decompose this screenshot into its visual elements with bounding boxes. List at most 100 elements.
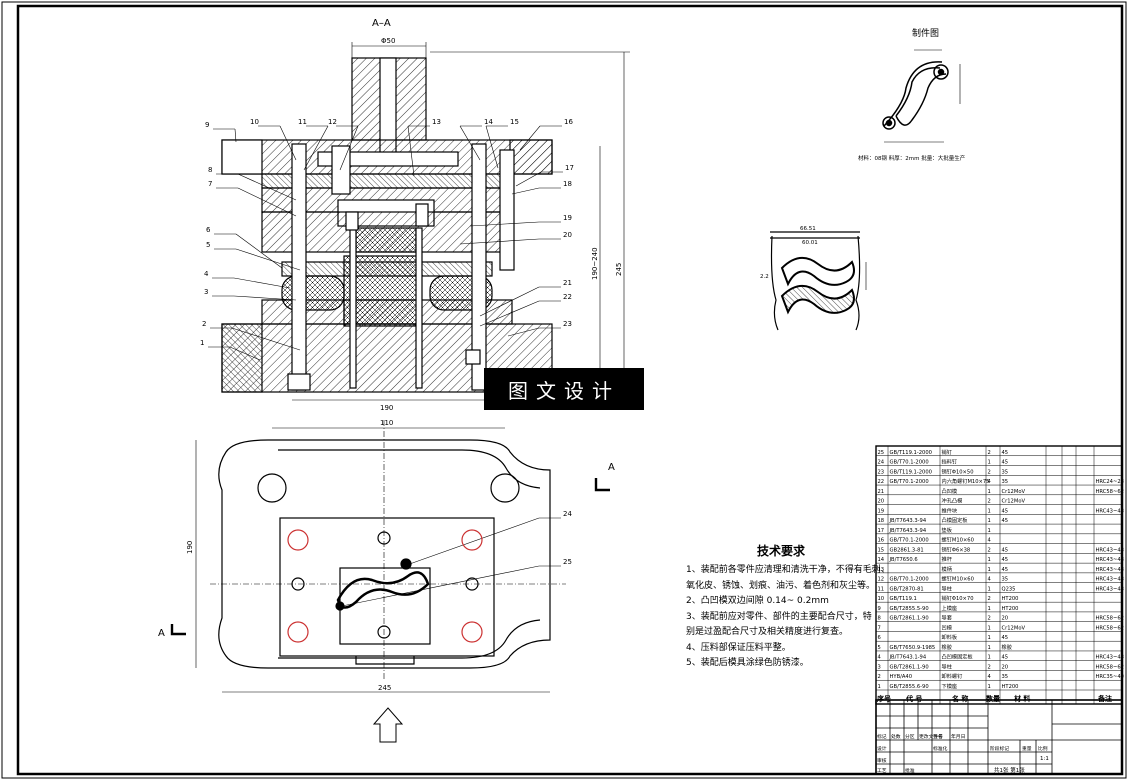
bom-cell: 1: [988, 489, 991, 495]
callout: 5: [206, 241, 301, 271]
bom-cell: GB/T70.1-2000: [890, 479, 929, 485]
callout: 21: [479, 279, 572, 317]
callout-label: 12: [328, 118, 337, 126]
callout: 6: [206, 226, 283, 269]
title-block-label: 标记: [877, 733, 887, 740]
bom-cell: 12: [878, 577, 885, 583]
bom-cell: GB/T2870-81: [890, 586, 924, 592]
bom-cell: 15: [878, 547, 885, 553]
bom-cell: GB/T2855.5-90: [890, 606, 929, 612]
bom-cell: 2: [988, 664, 991, 670]
callout: 3: [204, 288, 297, 301]
callout-label: 19: [563, 214, 572, 222]
bom-cell: 1: [988, 508, 991, 514]
strip-dim-3: 2.2: [760, 274, 769, 280]
callout: 2: [202, 320, 301, 351]
lower-plate-outline: [218, 439, 551, 669]
bom-cell: 35: [1002, 577, 1009, 583]
title-block-label: 批准: [905, 767, 915, 774]
dim-height-190-240: 190~240: [591, 247, 599, 280]
callout-label: 16: [564, 118, 573, 126]
guide-bore-right: [490, 473, 520, 503]
callout: 10: [250, 118, 297, 161]
tech-req-line: 4、压料部保证压料平整。: [686, 642, 791, 653]
bom-cell: 凸凹模: [942, 487, 958, 495]
dim-110: 110: [380, 419, 393, 427]
bom-header: 数量: [986, 694, 1000, 703]
bom-cell: 14: [878, 557, 885, 563]
bom-cell: 3: [878, 664, 881, 670]
bom-cell: JB/T7650.6: [889, 557, 918, 563]
bom-header: 名 称: [952, 694, 968, 703]
bom-cell: 螺钉M10×60: [942, 536, 974, 544]
section-dimensions: [292, 42, 630, 401]
bom-cell: 1: [988, 635, 991, 641]
callout: 16: [519, 118, 573, 151]
bom-cell: 1: [988, 645, 991, 651]
title-block-label: 更改文件号: [919, 733, 943, 740]
bom-cell: 2: [878, 674, 881, 680]
dim-plan-190: 190: [186, 541, 194, 554]
bom-cell: 下模座: [942, 682, 958, 690]
watermark: 图文设计: [484, 368, 644, 410]
callout-label: 8: [208, 166, 212, 174]
bom-cell: 导柱: [942, 662, 952, 670]
bom-cell: 7: [878, 625, 881, 631]
callout: 20: [459, 231, 572, 245]
title-block-label: 重量: [1022, 745, 1032, 752]
bom-cell: 导柱: [942, 584, 952, 592]
callout-label: 20: [563, 231, 572, 239]
callout-label: 3: [204, 288, 208, 296]
bom-cell: 2: [988, 469, 991, 475]
bom-cell: 垫板: [942, 526, 953, 534]
pusher: [355, 227, 417, 253]
title-block-label: 分区: [905, 733, 915, 740]
bom-cell: GB/T119.1-2000: [890, 469, 932, 475]
callout-label: 18: [563, 180, 572, 188]
bom-cell: 8: [878, 616, 881, 622]
callout-label: 5: [206, 241, 210, 249]
view-arrow-bottom: [372, 707, 404, 743]
bom-cell: 5: [878, 645, 881, 651]
bom-cell: HT200: [1002, 606, 1019, 612]
section-mark: A–A: [372, 18, 391, 29]
bom-cell: 6: [878, 635, 881, 641]
bom-cell: 1: [988, 557, 991, 563]
bom-cell: 2: [988, 499, 991, 505]
bom-cell: JB/T7643.3-94: [889, 528, 927, 534]
bom-cell: 16: [878, 538, 885, 544]
title-block-labels: 标记处数分区更改文件号签名年月日设计标准化审核工艺批准阶段标记重量比例: [877, 733, 1048, 774]
bom-cell: 橡胶: [942, 643, 952, 651]
bom-cell: 1: [988, 625, 991, 631]
bom-cell: 35: [1002, 469, 1009, 475]
bom-cell: 21: [878, 489, 885, 495]
bom-cell: 24: [878, 460, 885, 466]
callout: 9: [205, 121, 237, 143]
bom-header: 代 号: [905, 694, 922, 703]
bom-cell: 推杆: [942, 555, 952, 563]
bom-cell: HRC43~48: [1096, 655, 1124, 661]
part-view-note: 材料：08钢 料厚：2mm 批量：大批量生产: [858, 154, 966, 162]
bom-cell: 10: [878, 596, 885, 602]
bom-cell: 45: [1002, 655, 1009, 661]
bom-cell: GB/T70.1-2000: [890, 577, 929, 583]
callout-label: 15: [510, 118, 519, 126]
bom-cell: 2: [988, 450, 991, 456]
callout-label: 10: [250, 118, 259, 126]
plan-dimensions: [195, 420, 566, 693]
bom-cell: Q235: [1002, 586, 1016, 592]
callout: 1: [200, 339, 261, 361]
callout-label: 11: [298, 118, 307, 126]
bom-cell: 9: [878, 606, 881, 612]
guide-post-right: [471, 143, 487, 391]
title-block-label: 阶段标记: [990, 745, 1009, 752]
bom-cell: HRC58~62: [1096, 489, 1124, 495]
bom-cell: HRC35~40: [1096, 674, 1124, 680]
bom-cell: 4: [988, 538, 992, 544]
callout-label: 13: [432, 118, 441, 126]
bom-cell: 1: [988, 586, 991, 592]
callout-label: 2: [202, 320, 206, 328]
bom-cell: 1: [988, 460, 991, 466]
bom-cell: 35: [1002, 674, 1009, 680]
section-view: A–A: [221, 18, 553, 393]
